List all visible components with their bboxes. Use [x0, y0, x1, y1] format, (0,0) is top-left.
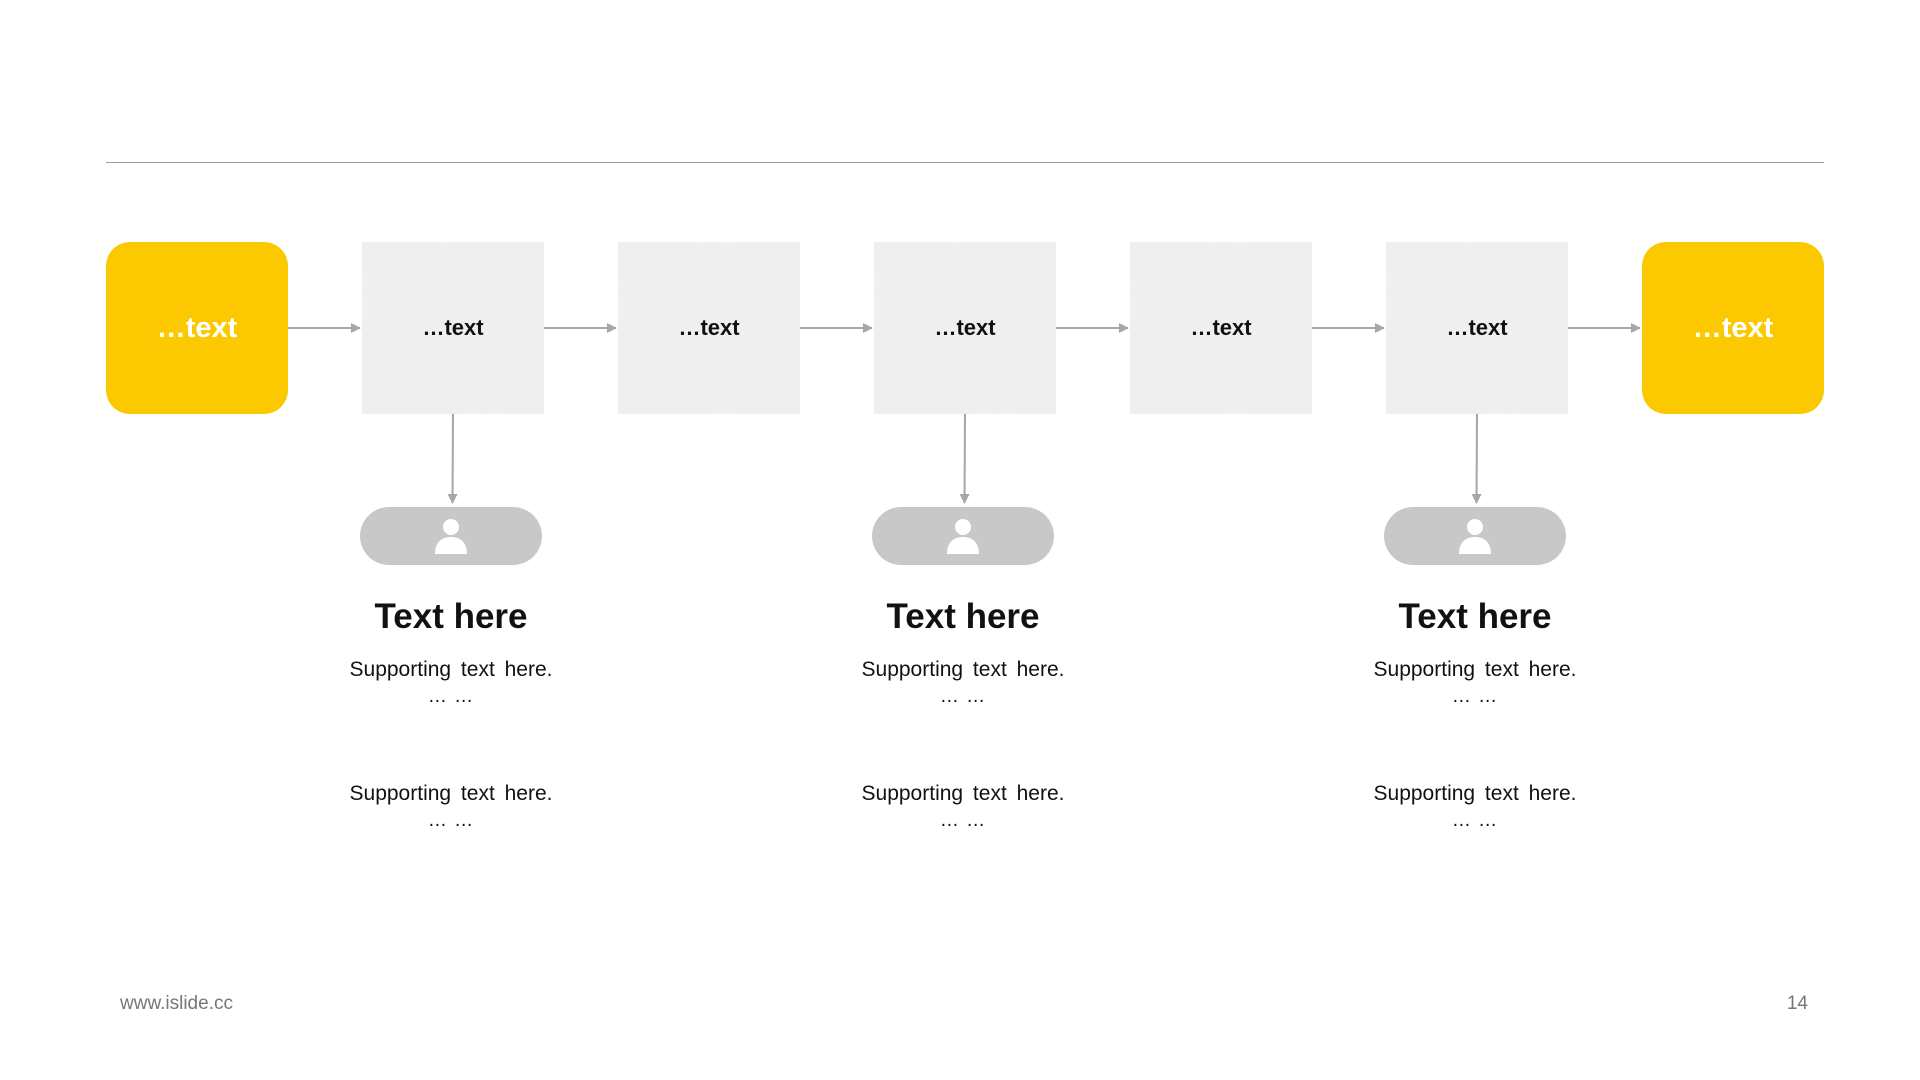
- person-icon: [947, 519, 979, 554]
- person-pill-3[interactable]: [1384, 507, 1566, 565]
- flow-box-step-2[interactable]: …text: [618, 242, 800, 414]
- flow-box-label: …text: [934, 315, 996, 340]
- flow-box-label: …text: [678, 315, 740, 340]
- flow-box-step-1[interactable]: …text: [362, 242, 544, 414]
- ellipsis-text: … …: [939, 810, 987, 831]
- supporting-text: Supporting text here.: [861, 782, 1065, 805]
- flow-box-label: …text: [1692, 311, 1774, 344]
- person-icon: [435, 519, 467, 554]
- ellipsis-text: … …: [1451, 810, 1499, 831]
- column-title: Text here: [374, 597, 528, 636]
- flow-box-label: …text: [1446, 315, 1508, 340]
- supporting-text: Supporting text here.: [861, 658, 1065, 681]
- text-column-3: Text here Supporting text here. … … Supp…: [1295, 592, 1655, 832]
- down-arrow-3: [1471, 413, 1482, 504]
- down-arrow-1: [447, 413, 458, 504]
- flow-box-step-3[interactable]: …text: [874, 242, 1056, 414]
- text-column-2: Text here Supporting text here. … … Supp…: [783, 592, 1143, 832]
- ellipsis-text: … …: [939, 686, 987, 707]
- person-icon: [1459, 519, 1491, 554]
- ellipsis-text: … …: [427, 810, 475, 831]
- text-column-1: Text here Supporting text here. … … Supp…: [271, 592, 631, 832]
- person-pill-1[interactable]: [360, 507, 542, 565]
- supporting-text: Supporting text here.: [1373, 658, 1577, 681]
- ellipsis-text: … …: [427, 686, 475, 707]
- supporting-text: Supporting text here.: [349, 782, 553, 805]
- flow-box-step-4[interactable]: …text: [1130, 242, 1312, 414]
- top-divider-line: [106, 162, 1824, 163]
- flow-box-label: …text: [1190, 315, 1252, 340]
- page-number: 14: [1786, 993, 1808, 1014]
- flow-box-label: …text: [156, 311, 238, 344]
- flow-box-start[interactable]: …text: [106, 242, 288, 414]
- ellipsis-text: … …: [1451, 686, 1499, 707]
- column-title: Text here: [1398, 597, 1552, 636]
- person-pill-2[interactable]: [872, 507, 1054, 565]
- flow-box-step-5[interactable]: …text: [1386, 242, 1568, 414]
- flow-box-end[interactable]: …text: [1642, 242, 1824, 414]
- flow-box-label: …text: [422, 315, 484, 340]
- supporting-text: Supporting text here.: [1373, 782, 1577, 805]
- supporting-text: Supporting text here.: [349, 658, 553, 681]
- down-arrow-2: [959, 413, 970, 504]
- footer-url: www.islide.cc: [120, 993, 233, 1014]
- column-title: Text here: [886, 597, 1040, 636]
